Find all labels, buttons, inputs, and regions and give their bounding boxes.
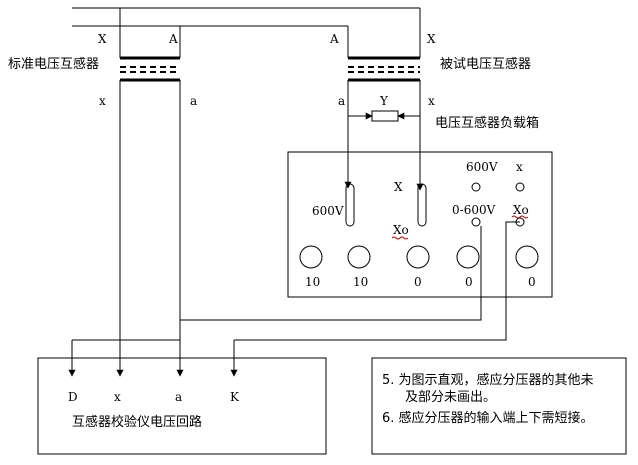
label-X: X	[394, 180, 403, 194]
slot-terminal-X	[417, 183, 427, 227]
tester-terminal-x: x	[114, 390, 121, 404]
jack-x	[515, 182, 525, 192]
dial-value-5: 0	[528, 275, 536, 289]
underline-squiggle	[391, 236, 409, 240]
terminal-x: x	[99, 94, 106, 108]
label-600V-left: 600V	[312, 204, 344, 218]
primary-wiring	[72, 7, 421, 58]
jack-0-600V	[471, 217, 481, 227]
standard-transformer-title: 标准电压互感器	[8, 56, 99, 72]
note-5-line-1: 5. 为图示直观，感应分压器的其他未	[382, 372, 594, 388]
dial-value-2: 10	[353, 275, 368, 289]
dial-value-3: 0	[414, 275, 422, 289]
resistor	[371, 110, 399, 122]
terminal-a: a	[338, 94, 345, 108]
tester-terminal-a: a	[175, 390, 182, 404]
dial-5	[515, 245, 539, 269]
underline-squiggle	[511, 215, 529, 219]
tester-box: D x a K 互感器校验仪电压回路	[37, 357, 327, 455]
divider-enclosure	[287, 151, 553, 298]
notes-enclosure	[371, 357, 627, 455]
terminal-A: A	[329, 32, 339, 46]
dial-2	[347, 245, 371, 269]
dial-3	[406, 245, 430, 269]
label-600V-top: 600V	[466, 160, 498, 174]
dial-value-4: 0	[465, 275, 473, 289]
note-6: 6. 感应分压器的输入端上下需短接。	[382, 410, 594, 426]
resistor-label: Y	[379, 94, 389, 108]
terminal-X: X	[98, 32, 107, 46]
terminal-A: A	[168, 32, 178, 46]
burden-box-title: 电压互感器负载箱	[435, 115, 539, 131]
tester-terminal-D: D	[68, 390, 78, 404]
dial-4	[456, 245, 480, 269]
secondary-wiring	[68, 80, 520, 377]
note-5-line-2: 及部分未画出。	[405, 390, 496, 405]
terminal-x: x	[428, 94, 435, 108]
jack-600V	[471, 182, 481, 192]
tested-transformer: A X a x 被试电压互感器	[329, 32, 531, 108]
tester-enclosure	[37, 357, 327, 455]
dial-1	[299, 245, 323, 269]
label-x-top: x	[516, 160, 523, 174]
standard-transformer: X A x a 标准电压互感器	[8, 32, 197, 108]
terminal-X: X	[427, 32, 436, 46]
notes-box: 5. 为图示直观，感应分压器的其他未 及部分未画出。 6. 感应分压器的输入端上…	[371, 357, 627, 455]
label-0-600V: 0-600V	[452, 203, 496, 217]
tested-transformer-title: 被试电压互感器	[440, 56, 531, 72]
dial-value-1: 10	[305, 275, 320, 289]
terminal-a: a	[190, 94, 197, 108]
voltage-divider: 600V X Xo 600V x 0-600V Xo 10 10 0 0 0	[287, 151, 553, 298]
tester-title: 互感器校验仪电压回路	[72, 414, 202, 430]
label-Xo-left: Xo	[393, 223, 409, 237]
burden-box: Y 电压互感器负载箱	[347, 80, 539, 190]
slot-terminal-600V	[345, 183, 355, 227]
label-Xo-right: Xo	[513, 203, 529, 217]
tester-terminal-K: K	[230, 390, 240, 404]
